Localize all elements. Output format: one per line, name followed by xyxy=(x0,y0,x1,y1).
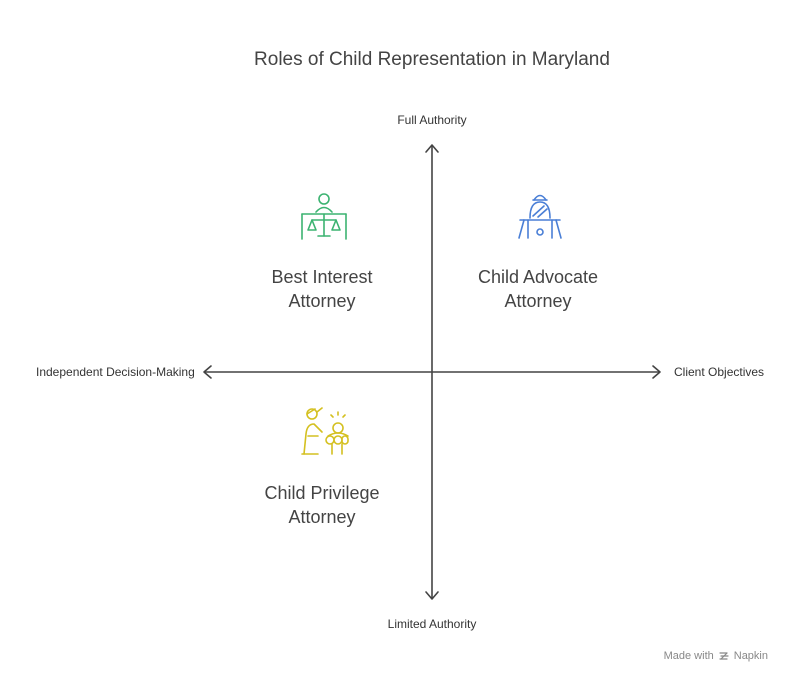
axis-label-left: Independent Decision-Making xyxy=(36,365,195,379)
child-advocate-line2: Attorney xyxy=(504,291,572,311)
judge-scales-icon xyxy=(301,193,347,240)
quadrant-child-privilege: Child Privilege Attorney xyxy=(212,481,432,529)
arrow-right xyxy=(652,365,661,379)
axis-label-right: Client Objectives xyxy=(674,365,765,379)
child-privilege-line1: Child Privilege xyxy=(264,483,380,503)
speaker-podium-icon xyxy=(518,194,562,239)
made-with-text: Made with xyxy=(663,650,714,662)
arrow-left xyxy=(203,365,212,379)
axis-label-bottom: Limited Authority xyxy=(387,617,477,631)
napkin-logo-icon xyxy=(719,652,729,660)
quadrant-child-advocate: Child Advocate Attorney xyxy=(428,265,648,313)
quadrant-best-interest: Best Interest Attorney xyxy=(212,265,432,313)
footer-attribution[interactable]: Made with Napkin xyxy=(664,650,768,662)
best-interest-line2: Attorney xyxy=(288,291,356,311)
child-privilege-line2: Attorney xyxy=(288,507,356,527)
arrow-down xyxy=(425,591,439,600)
child-advocate-line1: Child Advocate xyxy=(477,267,599,287)
best-interest-line1: Best Interest xyxy=(271,267,373,287)
napkin-brand-text: Napkin xyxy=(733,650,768,662)
arrow-up xyxy=(425,144,439,153)
teacher-child-icon xyxy=(301,407,349,455)
axis-label-top: Full Authority xyxy=(397,113,467,127)
diagram-title: Roles of Child Representation in Marylan… xyxy=(254,49,610,70)
